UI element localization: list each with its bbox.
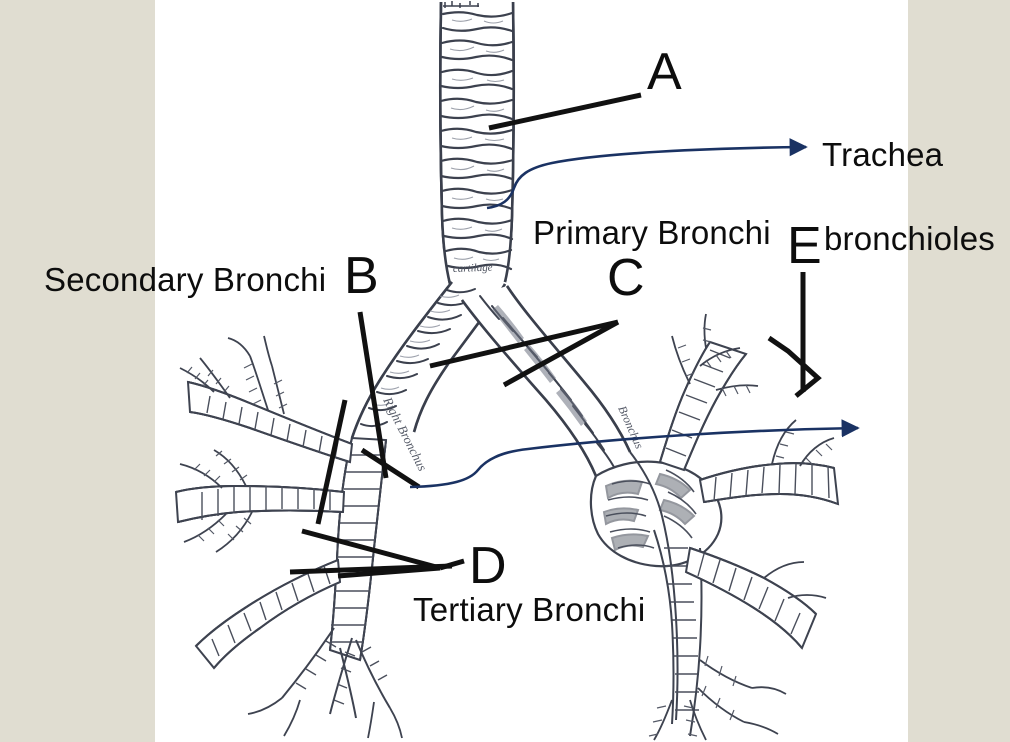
leader-line-d4 (289, 563, 453, 575)
leader-bracket-e (767, 272, 822, 398)
leader-line-b (357, 311, 389, 479)
trachea-drawing: cartilage (439, 1, 515, 285)
label-tertiary-bronchi: Tertiary Bronchi (413, 591, 646, 628)
label-trachea: Trachea (822, 136, 944, 173)
label-primary-bronchi: Primary Bronchi (533, 214, 771, 251)
leader-line-a (488, 92, 642, 131)
label-bronchioles: bronchioles (824, 220, 995, 257)
leader-line-c2 (429, 319, 619, 369)
right-bronchial-tree (589, 313, 840, 741)
label-letter-a: A (647, 43, 682, 101)
label-letter-c: C (607, 249, 645, 307)
primary-bronchi-drawing: Right Bronchus (350, 281, 647, 477)
leader-line-c1 (502, 319, 620, 388)
handwritten-cartilage: cartilage (453, 262, 493, 275)
leader-line-d1 (301, 528, 441, 571)
bronchioles-annotation-arrow (409, 419, 860, 489)
leader-line-d5 (315, 399, 348, 525)
label-letter-d: D (469, 537, 507, 595)
leader-line-b2 (360, 447, 421, 490)
label-letter-e: E (787, 217, 822, 275)
trachea-annotation-arrow (486, 138, 808, 210)
label-letter-b: B (344, 247, 379, 305)
label-secondary-bronchi: Secondary Bronchi (44, 261, 327, 298)
